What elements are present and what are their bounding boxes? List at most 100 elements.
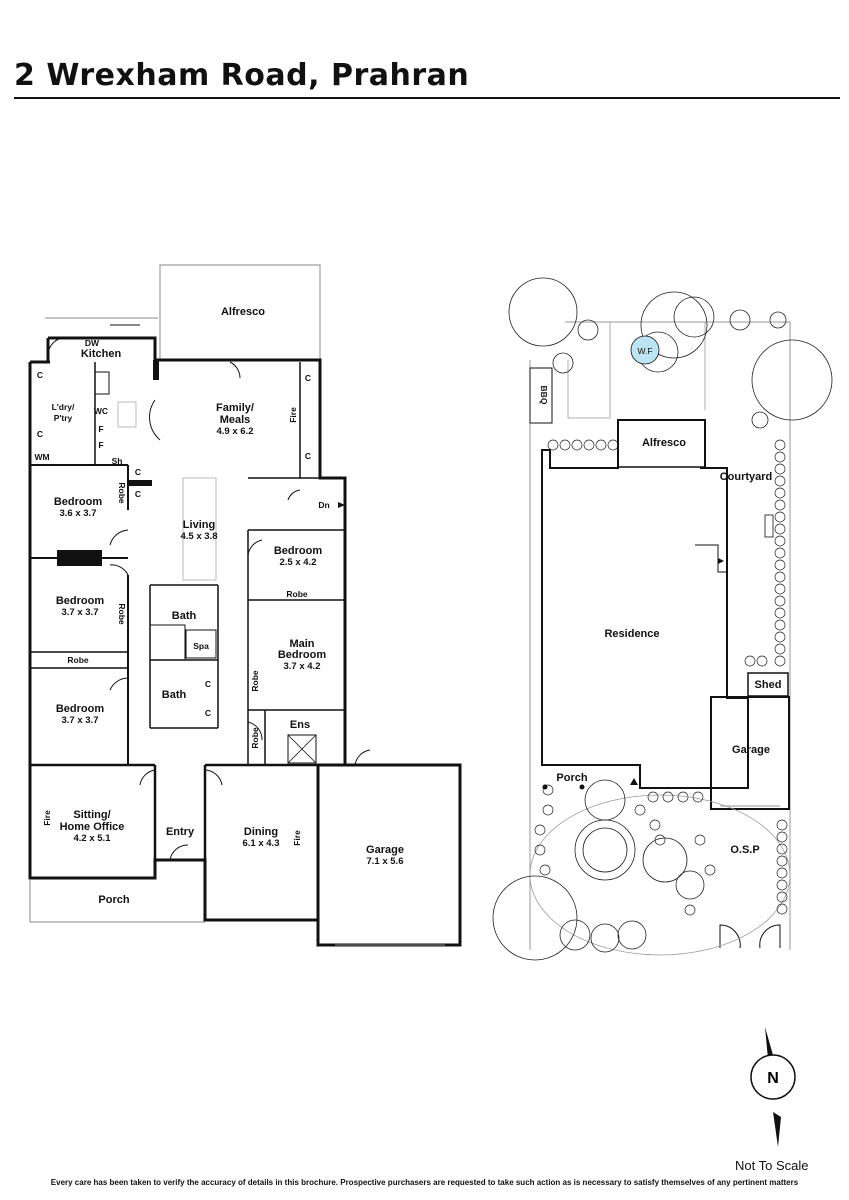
spa-tub [185,629,217,659]
chimney [127,480,152,486]
tree [492,875,578,961]
door-swing [247,721,263,741]
label-c: C [37,429,43,439]
hedge-row-east [744,439,788,915]
ensuite-shower [287,734,317,764]
room-label-sitting: Sitting/ [73,809,110,821]
trees [492,277,833,961]
label-dw: DW [85,338,100,348]
tree [769,311,787,329]
label-dn: Dn [318,500,329,510]
room-dim-bedroom-3: 3.7 x 3.7 [62,715,99,726]
room-label-main-bedroom: Bedroom [278,649,327,661]
site-label-residence: Residence [604,628,659,640]
label-robe: Robe [250,670,260,692]
label-robe: Robe [117,482,127,504]
label-robe: Robe [250,727,260,749]
room-label-entry: Entry [166,826,195,838]
tap [764,514,774,538]
room-label-bedroom-2: Bedroom [56,595,105,607]
tree [508,277,578,347]
chimney [57,550,102,566]
tree [584,779,626,821]
compass-north-label: N [767,1070,779,1087]
hedge-row-front [534,784,716,916]
cooktop [94,371,110,395]
label-wc: WC [94,406,108,416]
label-c: C [305,373,311,383]
tree [574,819,636,881]
label-c: C [135,467,141,477]
label-fire-sitting: Fire [42,810,52,826]
room-label-porch: Porch [98,894,129,906]
shower [149,624,186,661]
label-sh: Sh [112,456,123,466]
garage-site-outline [710,696,790,810]
page-title: 2 Wrexham Road, Prahran [14,58,470,93]
label-robe: Robe [117,603,127,625]
residence-outline [541,419,749,789]
tree [617,920,647,950]
label-c: C [37,370,43,380]
gates [719,924,781,949]
room-label-kitchen: Kitchen [81,348,122,360]
exterior-wall-west [28,362,320,922]
door-swing [139,769,156,786]
room-label-bath-1: Bath [172,610,197,622]
door-swing [47,337,63,356]
tree [673,296,715,338]
room-label-bedroom-3: Bedroom [56,703,105,715]
room-label-family: Family/ [216,402,254,414]
room-dim-sitting: 4.2 x 5.1 [74,833,112,844]
room-label-garage: Garage [366,844,404,856]
tree [590,923,620,953]
title-underline [14,97,840,99]
room-label-bedroom-4: Bedroom [274,545,323,557]
door-swing [149,399,161,441]
disclaimer: Every care has been taken to verify the … [50,1178,799,1187]
room-label-main: Main [289,638,314,650]
room-label-home-office: Home Office [60,821,125,833]
tree [640,291,708,359]
room-dim-dining: 6.1 x 4.3 [243,838,280,849]
label-robe: Robe [286,589,308,599]
label-spa: Spa [193,641,209,651]
label-water-feature: W.F [637,346,652,356]
sink [117,401,137,428]
entry-arrow [630,778,638,785]
island [182,477,217,581]
not-to-scale-note: Not To Scale [735,1158,809,1173]
door-swing [354,749,371,766]
site-label-osp: O.S.P [730,844,759,856]
room-dim-main-bedroom: 3.7 x 4.2 [284,661,321,672]
light [579,784,585,790]
door-swing [204,769,223,786]
stairs-site [695,544,727,573]
site-label-garage: Garage [732,744,770,756]
label-fire-family: Fire [288,407,298,423]
label-c: C [135,489,141,499]
tree [751,411,769,429]
room-label-bedroom-1: Bedroom [54,496,103,508]
tree [751,339,833,421]
room-label-ensuite: Ens [290,719,310,731]
room-dim-family: 4.9 x 6.2 [217,426,254,437]
door-swing [109,564,129,576]
label-f: F [98,424,103,434]
room-label-pantry: P'try [54,413,73,423]
room-dim-bedroom-2: 3.7 x 3.7 [62,607,99,618]
label-robe: Robe [67,655,89,665]
door-swing [229,361,241,379]
room-dim-living: 4.5 x 3.8 [181,531,218,542]
tree [729,309,751,331]
label-fire-dining: Fire [292,830,302,846]
room-label-meals: Meals [220,414,251,426]
room-dim-garage: 7.1 x 5.6 [367,856,404,867]
label-c: C [305,451,311,461]
room-label-alfresco: Alfresco [221,306,265,318]
door-swing [169,844,189,861]
chimney [153,360,159,380]
door-swing [109,529,129,546]
label-wm: WM [34,452,49,462]
